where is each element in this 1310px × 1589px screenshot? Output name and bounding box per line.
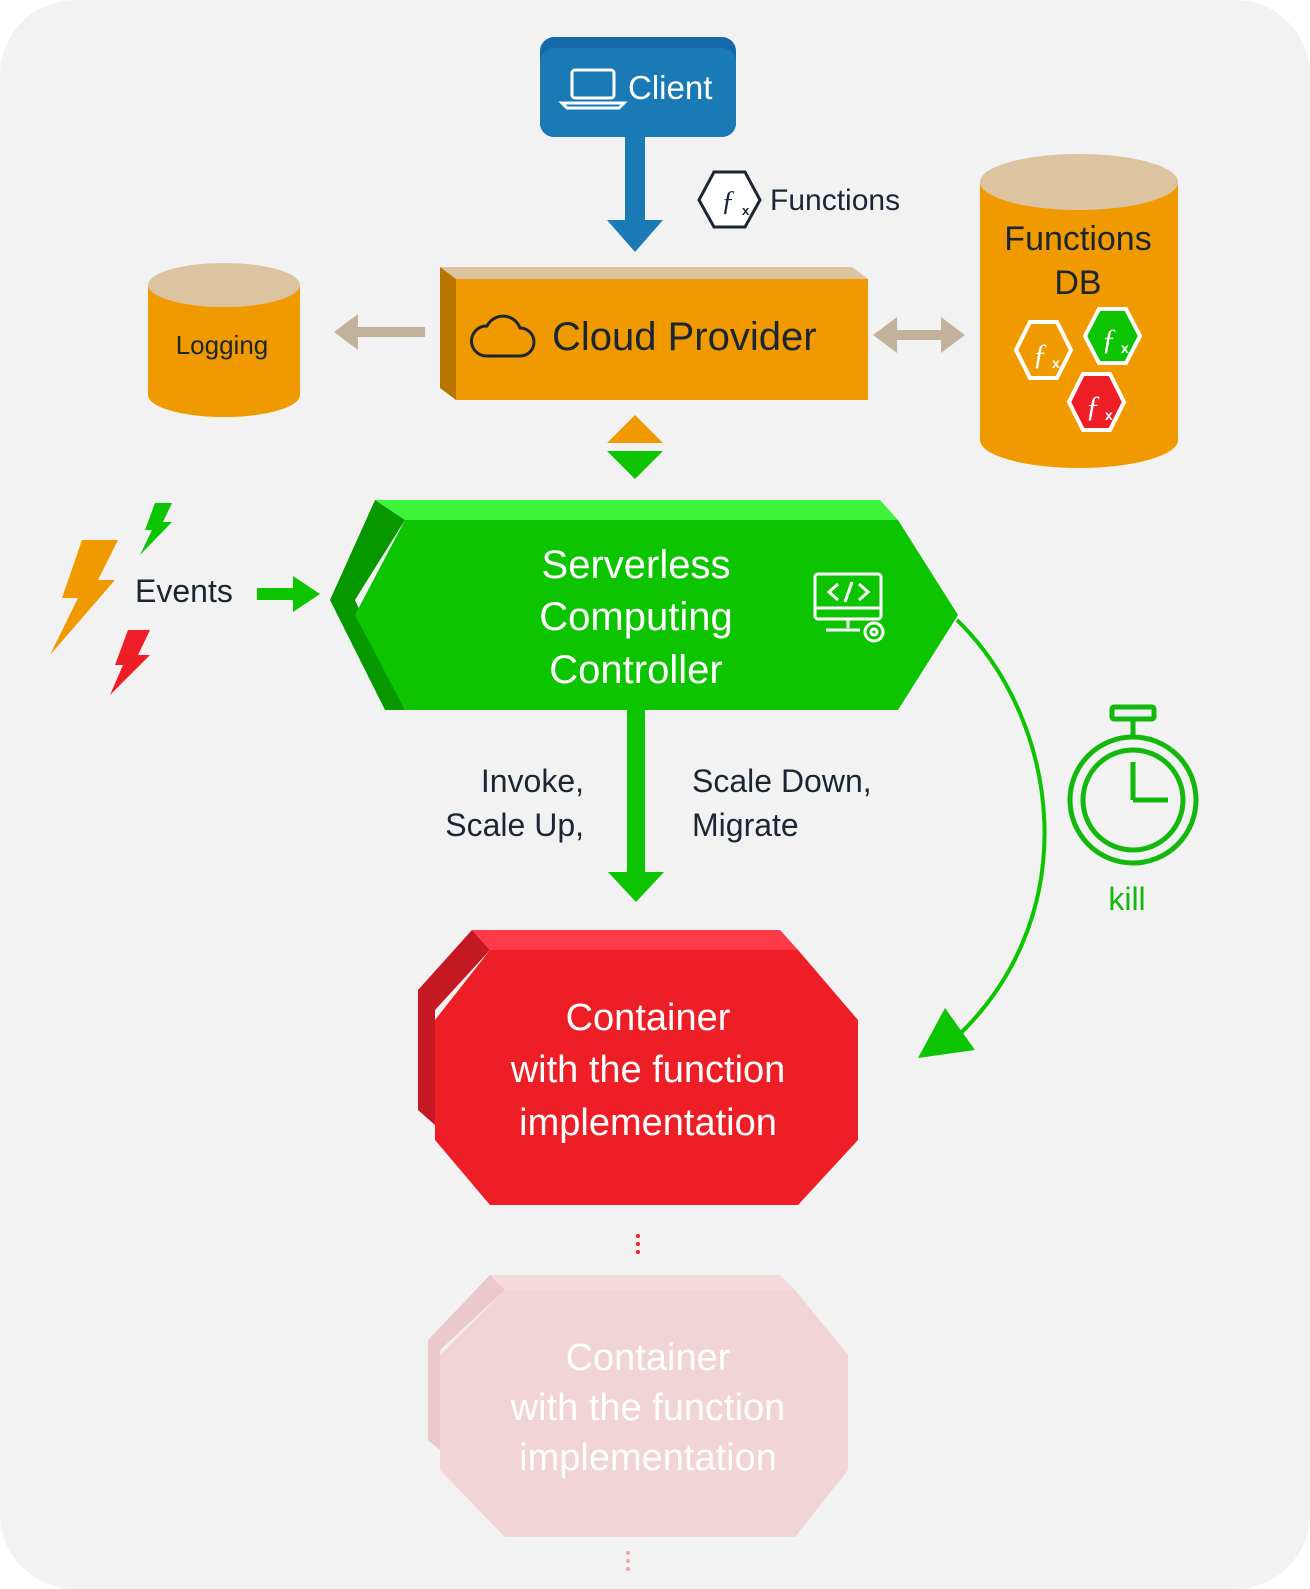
functions-label: Functions bbox=[770, 184, 900, 217]
lightning-green-icon bbox=[140, 503, 172, 555]
faded-container-box: Container with the function implementati… bbox=[428, 1275, 848, 1537]
actions-right-line1: Scale Down, bbox=[692, 763, 872, 799]
functions-db-label-line1: Functions bbox=[1004, 220, 1151, 258]
events-label: Events bbox=[135, 573, 233, 609]
logging-cylinder: Logging bbox=[148, 263, 300, 417]
lightning-orange-icon bbox=[50, 540, 118, 655]
function-hexagon-icon bbox=[697, 170, 762, 229]
kill-label: kill bbox=[1108, 881, 1145, 917]
container-label-line3: implementation bbox=[519, 1102, 777, 1144]
svg-text:ƒ: ƒ bbox=[1033, 338, 1048, 371]
svg-text:ƒ: ƒ bbox=[721, 186, 735, 217]
controller-box: Serverless Computing Controller bbox=[330, 500, 958, 710]
function-hexagon-orange-icon: ƒ x bbox=[1013, 320, 1074, 380]
faded-container-label-line3: implementation bbox=[519, 1437, 777, 1479]
faded-container-label-line2: with the function bbox=[510, 1387, 786, 1429]
container-label-line1: Container bbox=[566, 997, 731, 1039]
ellipsis-dots bbox=[636, 1234, 640, 1254]
functions-label-group: ƒ x Functions bbox=[697, 170, 900, 229]
svg-text:x: x bbox=[1052, 355, 1060, 371]
cloud-to-logging-arrow bbox=[334, 314, 425, 350]
cloud-db-double-arrow bbox=[873, 317, 965, 353]
functions-db-cylinder: Functions DB ƒ x ƒ x ƒ x bbox=[980, 154, 1178, 468]
function-hexagon-red-icon: ƒ x bbox=[1066, 372, 1127, 432]
cloud-provider-box: Cloud Provider bbox=[440, 267, 868, 400]
faded-container-label-line1: Container bbox=[566, 1337, 731, 1379]
actions-left-line2: Scale Up, bbox=[445, 807, 584, 843]
kill-arrow bbox=[918, 618, 1047, 1058]
actions-left-line1: Invoke, bbox=[481, 763, 584, 799]
stopwatch-icon bbox=[1067, 704, 1199, 866]
client-to-cloud-arrow bbox=[607, 137, 663, 252]
svg-text:x: x bbox=[742, 203, 750, 218]
svg-text:ƒ: ƒ bbox=[1086, 390, 1101, 423]
lightning-red-icon bbox=[110, 630, 150, 695]
controller-label-line3: Controller bbox=[549, 648, 722, 692]
monitor-code-gear-icon bbox=[813, 572, 885, 643]
cloud-icon bbox=[470, 314, 536, 358]
controller-to-container-arrow bbox=[608, 710, 664, 902]
function-hexagon-green-icon: ƒ x bbox=[1082, 307, 1143, 365]
actions-right-line2: Migrate bbox=[692, 807, 799, 843]
controller-label-line2: Computing bbox=[539, 595, 732, 639]
events-group: Events bbox=[50, 503, 320, 695]
functions-db-label-line2: DB bbox=[1054, 264, 1101, 302]
controller-label-line1: Serverless bbox=[542, 543, 731, 587]
svg-text:x: x bbox=[1105, 407, 1113, 423]
cloud-provider-label: Cloud Provider bbox=[552, 315, 817, 359]
ellipsis-dots-bottom bbox=[626, 1551, 630, 1571]
container-label-line2: with the function bbox=[510, 1049, 786, 1091]
container-box: Container with the function implementati… bbox=[418, 930, 858, 1205]
svg-text:x: x bbox=[1121, 340, 1129, 356]
cloud-controller-arrows bbox=[607, 415, 663, 479]
client-label: Client bbox=[628, 69, 712, 106]
laptop-icon bbox=[558, 68, 628, 110]
svg-text:ƒ: ƒ bbox=[1102, 323, 1117, 356]
client-box: Client bbox=[540, 37, 736, 137]
logging-label: Logging bbox=[176, 330, 269, 360]
